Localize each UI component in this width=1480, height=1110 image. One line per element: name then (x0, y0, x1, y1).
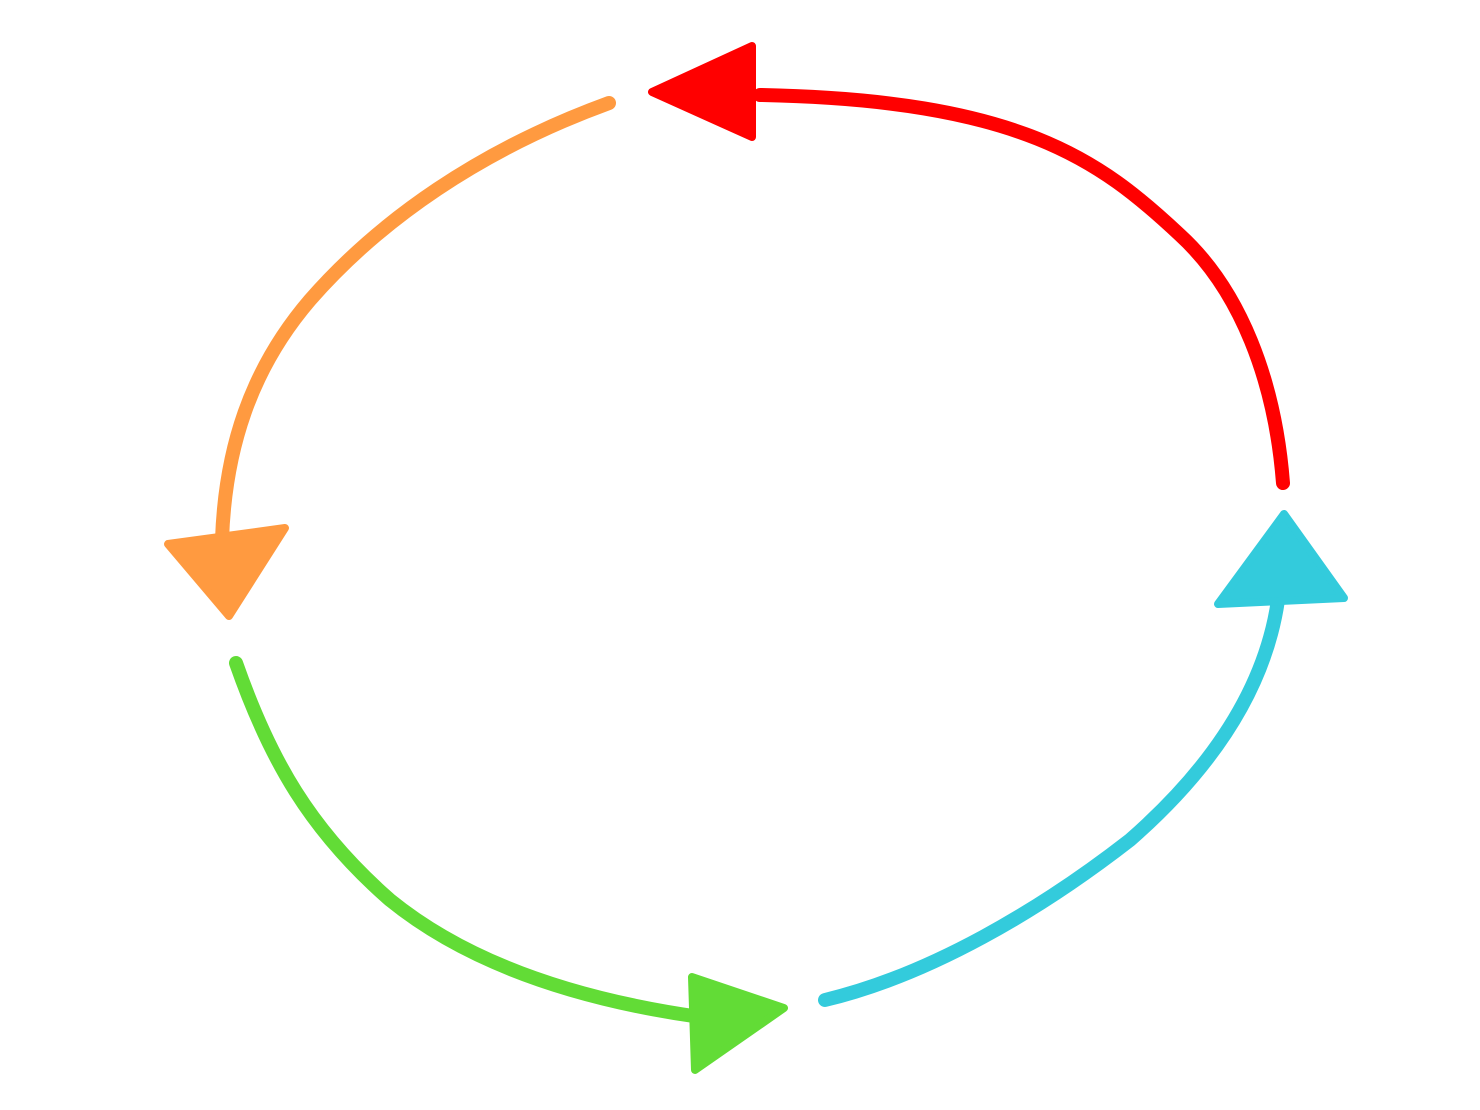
arrow-orange-head (164, 524, 289, 620)
arrow-red (648, 42, 1290, 490)
arrow-green-shaft (229, 656, 707, 1024)
arrow-orange (164, 96, 616, 620)
arrow-green-head (688, 973, 788, 1074)
arrow-cyan (818, 510, 1348, 1007)
arrow-cyan-head (1214, 510, 1348, 608)
arrow-green (229, 656, 788, 1074)
arrow-cyan-shaft (818, 593, 1285, 1007)
arrow-orange-shaft (215, 96, 616, 547)
arrow-red-head (648, 42, 756, 141)
arrow-red-shaft (753, 88, 1290, 490)
